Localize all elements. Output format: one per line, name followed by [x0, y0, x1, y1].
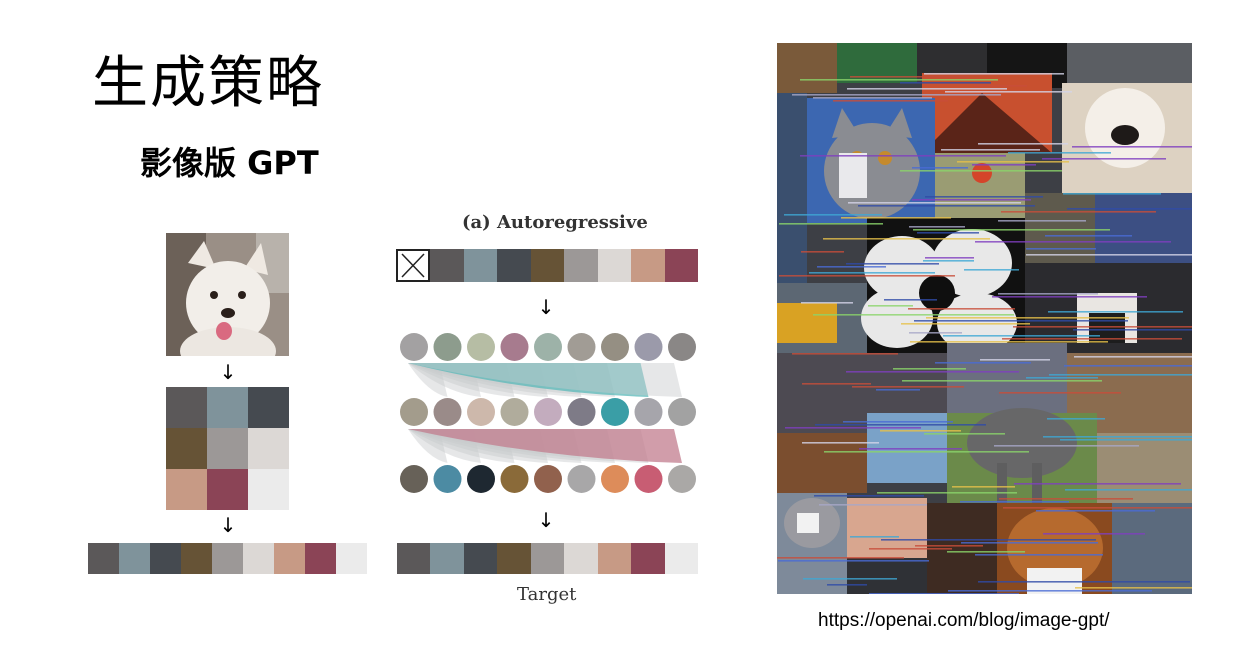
target-label: Target: [517, 584, 577, 605]
pixel-swatch: [88, 543, 119, 574]
token-circle: [668, 398, 696, 426]
token-circle: [567, 398, 596, 426]
token-circle: [601, 333, 629, 361]
target-swatch: [664, 543, 698, 574]
slide-subtitle: 影像版 GPT: [140, 144, 319, 182]
dog-photo: [166, 233, 289, 356]
target-swatch: [597, 543, 632, 574]
pixel-cell: [207, 469, 248, 510]
token-circle: [634, 398, 663, 426]
crossed-box-icon: [396, 249, 430, 282]
target-swatch: [497, 543, 531, 574]
token-circle: [467, 333, 495, 361]
down-arrow-icon: ↓: [219, 513, 237, 537]
token-circle: [634, 465, 663, 493]
attention-fan: [408, 363, 649, 397]
down-arrow-icon: ↓: [219, 360, 237, 384]
target-swatch: [463, 543, 498, 574]
down-arrow-icon: ↓: [537, 295, 555, 319]
pixel-swatch: [274, 543, 305, 574]
input-swatch: [664, 249, 698, 282]
token-circle: [534, 465, 562, 493]
token-circle: [467, 465, 495, 493]
attention-fan: [408, 429, 682, 463]
pixel-cell: [166, 469, 207, 510]
pixel-cell: [248, 469, 289, 510]
token-circle: [500, 333, 529, 361]
token-circle: [634, 333, 663, 361]
pixel-cell: [207, 428, 248, 469]
token-circle: [433, 398, 462, 426]
autoregressive-label: (a) Autoregressive: [462, 212, 648, 233]
pixel-swatch: [181, 543, 212, 574]
input-swatch: [530, 249, 564, 282]
token-circle: [668, 333, 696, 361]
target-swatch: [530, 543, 565, 574]
pixel-swatch: [305, 543, 336, 574]
target-swatch: [397, 543, 431, 574]
pixel-cell: [166, 387, 207, 428]
target-swatch: [430, 543, 464, 574]
pixel-swatch: [150, 543, 181, 574]
input-swatch: [564, 249, 598, 282]
token-circle: [567, 333, 596, 361]
attention-fan: [408, 363, 448, 397]
token-circle: [433, 333, 462, 361]
down-arrow-icon: ↓: [537, 508, 555, 532]
token-circle: [601, 465, 629, 493]
token-circle: [400, 465, 428, 493]
token-circle: [601, 398, 629, 426]
pixel-cell: [248, 428, 289, 469]
target-sequence: [397, 543, 698, 574]
token-circle: [400, 398, 428, 426]
attention-fan: [408, 429, 448, 463]
input-swatch: [631, 249, 665, 282]
pixel-cell: [207, 387, 248, 428]
imagegpt-samples-collage: [777, 43, 1192, 594]
token-circle: [467, 398, 495, 426]
token-circle: [534, 333, 562, 361]
target-swatch: [564, 543, 598, 574]
input-swatch: [597, 249, 631, 282]
input-swatch: [430, 249, 464, 282]
source-url: https://openai.com/blog/image-gpt/: [818, 610, 1110, 631]
target-swatch: [631, 543, 665, 574]
input-swatch: [463, 249, 497, 282]
pixel-swatch: [336, 543, 367, 574]
pixel-sequence-left: [88, 543, 367, 574]
token-circle: [567, 465, 596, 493]
pixel-cell: [248, 387, 289, 428]
pixel-swatch: [119, 543, 150, 574]
token-circle: [400, 333, 428, 361]
pixel-cell: [166, 428, 207, 469]
slide-title: 生成策略: [92, 51, 324, 116]
attention-fan: [408, 363, 682, 397]
pixel-swatch: [243, 543, 274, 574]
autoregressive-flow-diagram: [400, 333, 696, 493]
input-swatch: [497, 249, 531, 282]
token-circle: [500, 398, 529, 426]
token-circle: [433, 465, 462, 493]
token-circle: [534, 398, 562, 426]
pixel-grid: [166, 387, 289, 510]
input-sequence: [430, 249, 698, 282]
pixel-swatch: [212, 543, 243, 574]
token-circle: [500, 465, 529, 493]
token-circle: [668, 465, 696, 493]
